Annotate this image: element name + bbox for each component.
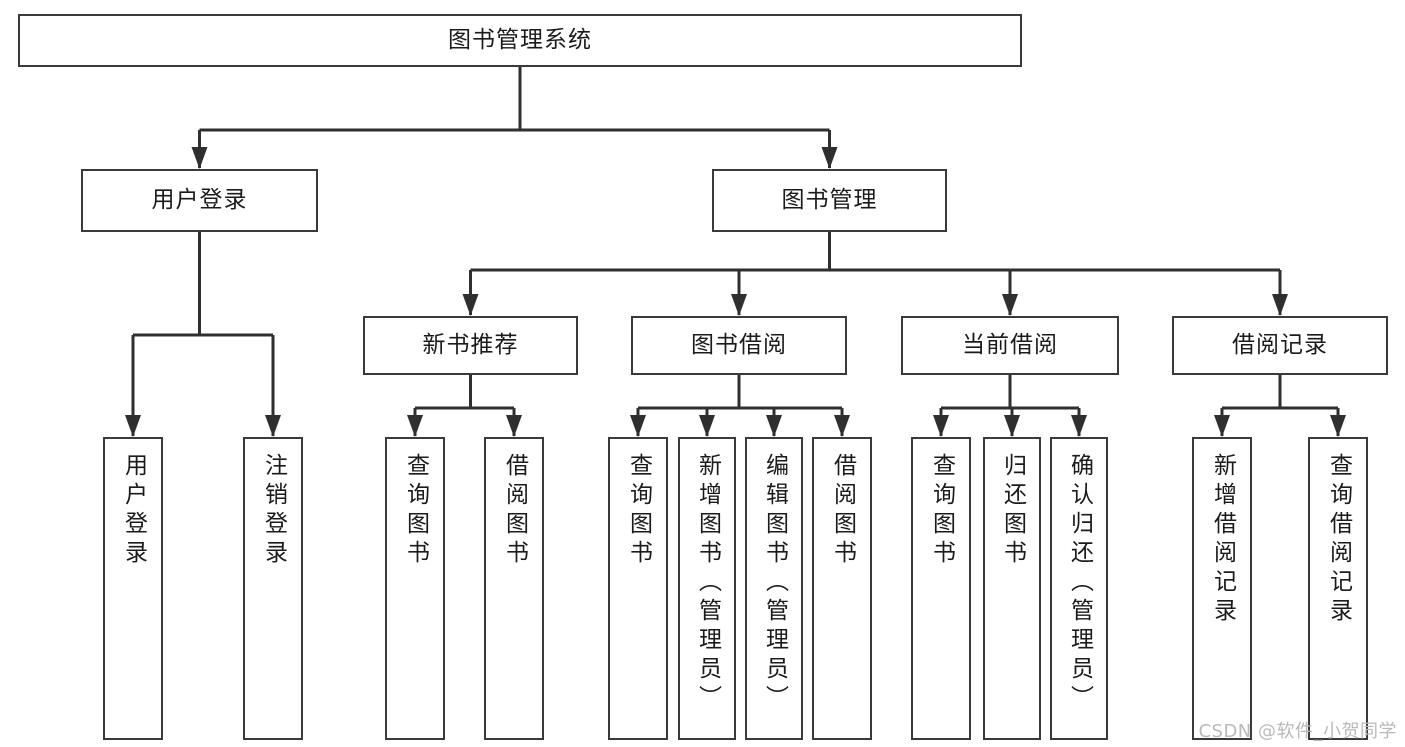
node-leaf-query-book-cur-label: 查询图书: [928, 453, 955, 569]
node-new-book-recommend-label: 新书推荐: [422, 332, 519, 359]
node-new-book-recommend[interactable]: 新书推荐: [363, 316, 578, 375]
node-leaf-query-record[interactable]: 查询借阅记录: [1308, 437, 1368, 740]
node-book-manage[interactable]: 图书管理: [712, 169, 947, 232]
node-leaf-query-record-label: 查询借阅记录: [1325, 453, 1352, 627]
node-leaf-user-login-label: 用户登录: [120, 453, 147, 569]
node-leaf-borrow-book-label: 借阅图书: [829, 453, 856, 569]
node-current-borrow[interactable]: 当前借阅: [901, 316, 1119, 375]
watermark: CSDN @软件_小贺同学: [1198, 721, 1397, 742]
node-leaf-add-book[interactable]: 新增图书（管理员）: [678, 437, 736, 740]
node-leaf-confirm-return[interactable]: 确认归还（管理员）: [1050, 437, 1108, 740]
node-leaf-add-record-label: 新增借阅记录: [1209, 453, 1236, 627]
node-root[interactable]: 图书管理系统: [18, 14, 1022, 67]
node-leaf-query-book-cur[interactable]: 查询图书: [911, 437, 971, 740]
node-leaf-add-book-label: 新增图书（管理员）: [694, 453, 721, 714]
node-user-login[interactable]: 用户登录: [81, 169, 318, 232]
node-leaf-confirm-return-label: 确认归还（管理员）: [1066, 453, 1093, 714]
node-leaf-borrow-book-new[interactable]: 借阅图书: [484, 437, 544, 740]
node-leaf-return-book[interactable]: 归还图书: [983, 437, 1041, 740]
node-leaf-query-book-borrow[interactable]: 查询图书: [608, 437, 668, 740]
node-book-borrow[interactable]: 图书借阅: [631, 316, 847, 375]
node-current-borrow-label: 当前借阅: [962, 332, 1058, 359]
node-leaf-query-book-borrow-label: 查询图书: [625, 453, 652, 569]
node-leaf-logout[interactable]: 注销登录: [243, 437, 303, 740]
node-leaf-borrow-book-new-label: 借阅图书: [501, 453, 528, 569]
node-leaf-return-book-label: 归还图书: [999, 453, 1026, 569]
node-book-manage-label: 图书管理: [781, 187, 878, 214]
node-leaf-user-login[interactable]: 用户登录: [103, 437, 163, 740]
node-leaf-query-book-new[interactable]: 查询图书: [385, 437, 445, 740]
node-leaf-borrow-book[interactable]: 借阅图书: [812, 437, 872, 740]
node-borrow-record[interactable]: 借阅记录: [1172, 316, 1388, 375]
node-leaf-add-record[interactable]: 新增借阅记录: [1192, 437, 1252, 740]
node-leaf-edit-book[interactable]: 编辑图书（管理员）: [745, 437, 803, 740]
node-leaf-query-book-new-label: 查询图书: [402, 453, 429, 569]
node-user-login-label: 用户登录: [151, 187, 248, 214]
node-leaf-edit-book-label: 编辑图书（管理员）: [761, 453, 788, 714]
node-root-label: 图书管理系统: [448, 27, 592, 54]
node-book-borrow-label: 图书借阅: [691, 332, 787, 359]
node-leaf-logout-label: 注销登录: [260, 453, 287, 569]
node-borrow-record-label: 借阅记录: [1232, 332, 1328, 359]
